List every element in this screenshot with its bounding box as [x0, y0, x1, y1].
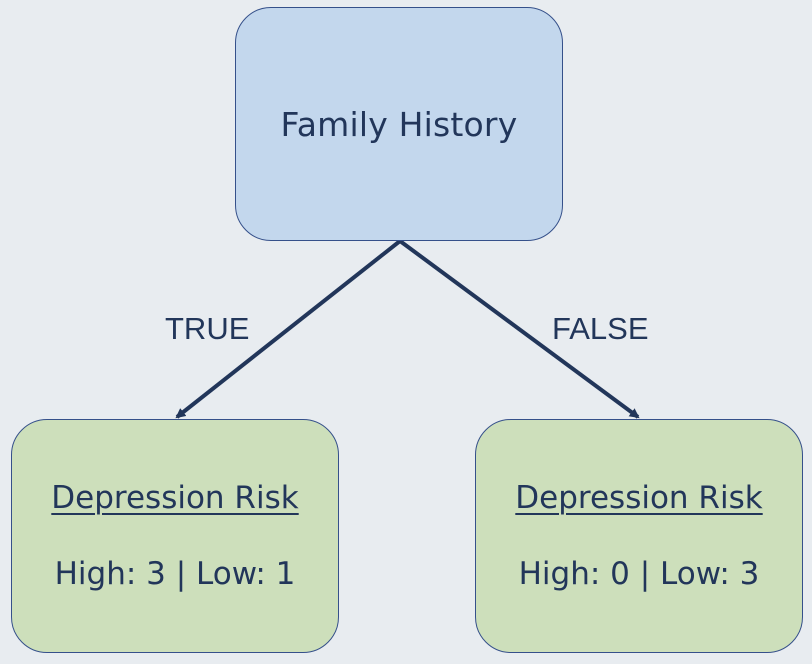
leaf-stats: High: 0 | Low: 3 [518, 556, 760, 592]
edge-label-false: FALSE [552, 311, 649, 346]
root-node-family-history: Family History [235, 7, 563, 241]
leaf-title: Depression Risk [515, 480, 763, 516]
root-node-label: Family History [280, 104, 518, 144]
leaf-stats: High: 3 | Low: 1 [54, 556, 296, 592]
leaf-node-false: Depression Risk High: 0 | Low: 3 [475, 419, 803, 653]
edge-false-arrow [398, 239, 640, 419]
leaf-node-true: Depression Risk High: 3 | Low: 1 [11, 419, 339, 653]
edge-label-true: TRUE [165, 311, 250, 346]
leaf-title: Depression Risk [51, 480, 299, 516]
edge-true-arrow [175, 239, 402, 419]
